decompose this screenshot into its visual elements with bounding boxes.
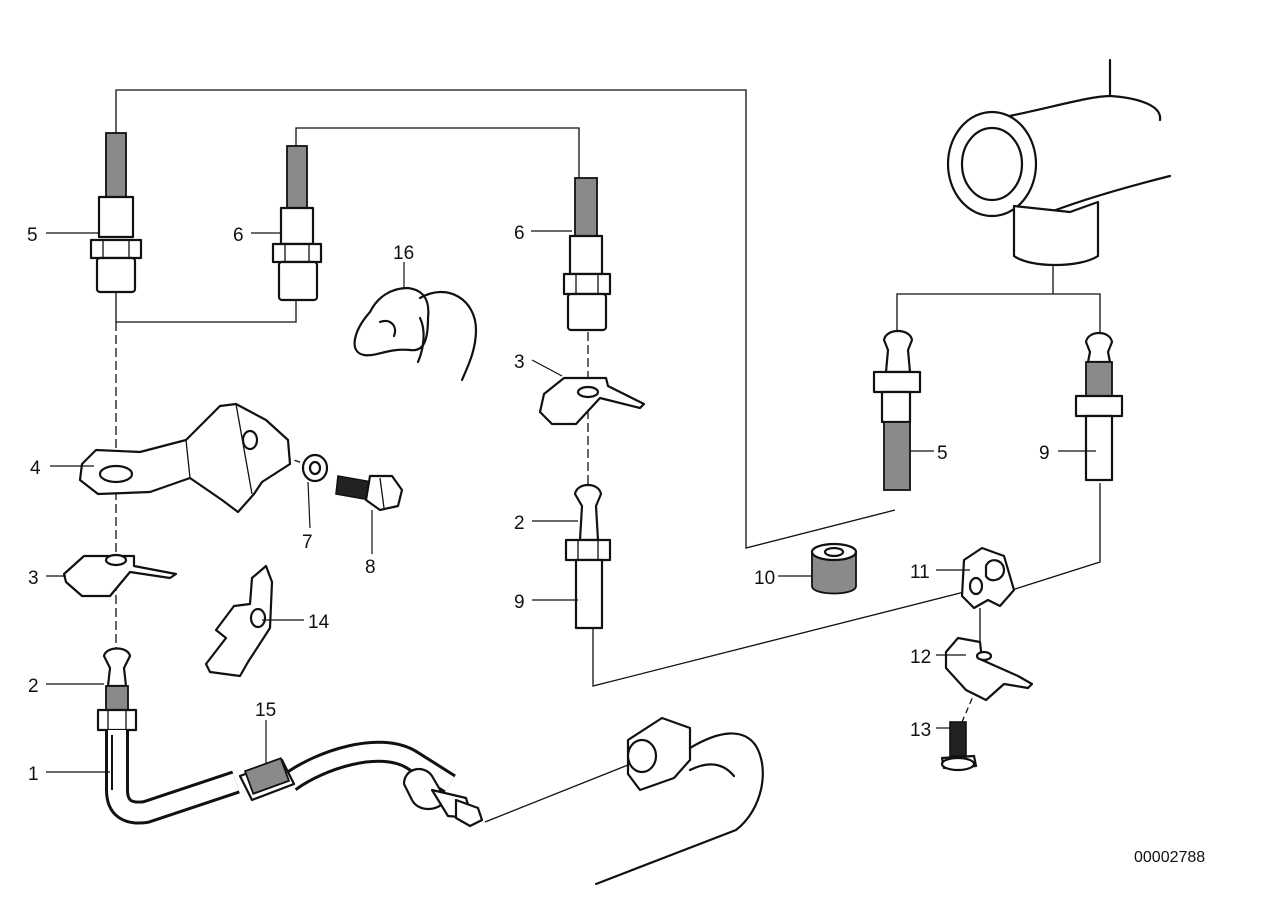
cylinder-housing-lower	[594, 716, 764, 886]
label-3-middle: 3	[514, 352, 525, 373]
part-16-clip	[353, 286, 478, 382]
part-3-bracket-middle	[538, 376, 646, 426]
label-14: 14	[308, 612, 330, 633]
label-13: 13	[910, 720, 931, 741]
label-16: 16	[393, 243, 414, 264]
hose-6-middle	[562, 177, 612, 332]
part-13-bolt	[940, 721, 978, 772]
part-3-bracket-left	[62, 553, 178, 598]
part-11-clamp	[960, 546, 1016, 610]
part-14-tab	[204, 564, 274, 678]
part-1-pipe	[105, 730, 240, 825]
part-7-washer	[301, 453, 329, 483]
leader-lines	[46, 230, 1096, 773]
hose-9-right	[1074, 331, 1124, 482]
label-1: 1	[28, 764, 39, 785]
part-2-nipple-left	[96, 647, 138, 732]
hose-5-left	[89, 132, 143, 294]
label-6-left: 6	[233, 225, 244, 246]
label-6-middle: 6	[514, 223, 525, 244]
label-4: 4	[30, 458, 41, 479]
diagram-code: 00002788	[1134, 849, 1205, 866]
part-4-bracket	[78, 402, 292, 514]
label-8: 8	[365, 557, 376, 578]
label-11: 11	[910, 562, 930, 583]
label-5-right: 5	[937, 443, 948, 464]
label-2-middle: 2	[514, 513, 525, 534]
part-2-nipple-middle	[564, 483, 612, 562]
label-10: 10	[754, 568, 775, 589]
label-15: 15	[255, 700, 276, 721]
part-12-clip	[944, 636, 1034, 702]
label-9-right: 9	[1039, 443, 1050, 464]
label-2-left: 2	[28, 676, 39, 697]
part-9-hose-middle	[574, 558, 604, 630]
hose-5-right	[872, 329, 922, 491]
callout-labels: 5 6 6 16 3 4 7 8 2 9 3 2 1 15 14 10 5 9 …	[27, 223, 1205, 866]
label-7: 7	[302, 532, 313, 553]
label-9-middle: 9	[514, 592, 525, 613]
part-15-pipe-nut	[238, 740, 484, 828]
label-12: 12	[910, 647, 931, 668]
hose-6-left	[271, 145, 323, 302]
label-3-left: 3	[28, 568, 39, 589]
pump-housing-upper	[946, 58, 1172, 267]
part-10-sleeve	[810, 542, 858, 595]
label-5-left: 5	[27, 225, 38, 246]
part-8-bolt	[335, 474, 404, 512]
